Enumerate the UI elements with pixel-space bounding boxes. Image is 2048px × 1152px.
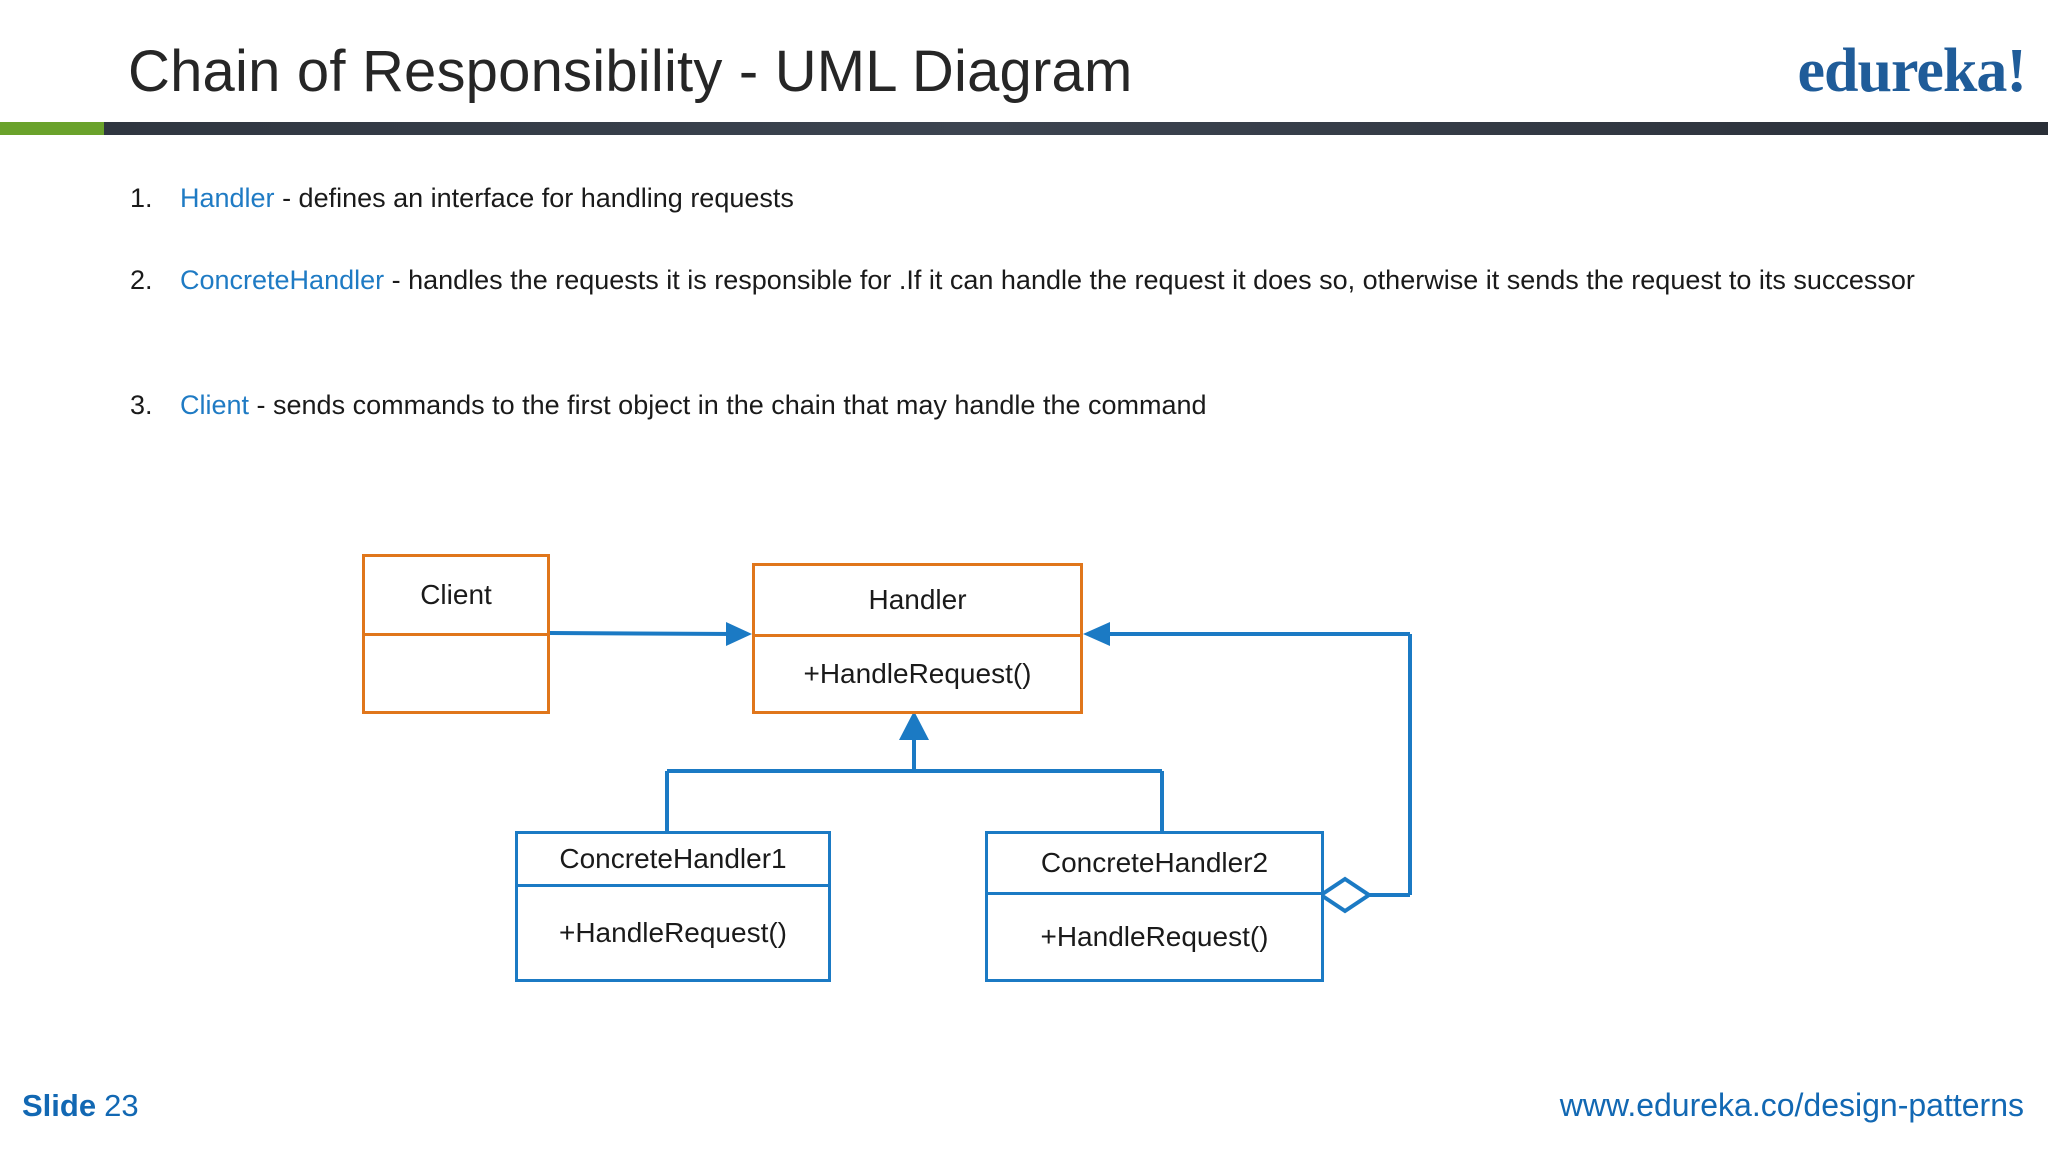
list-item-keyword: Handler xyxy=(180,183,275,213)
list-item-body: - defines an interface for handling requ… xyxy=(274,183,794,213)
list-item-number: 3. xyxy=(130,390,153,420)
page-title: Chain of Responsibility - UML Diagram xyxy=(128,39,1133,104)
edge-generalization-to-handler xyxy=(665,711,1164,831)
list-item: 3. Client - sends commands to the first … xyxy=(130,385,1730,426)
uml-class-name: Client xyxy=(420,579,492,610)
edureka-logo: edureka! xyxy=(1797,37,2027,105)
list-item: 2. ConcreteHandler - handles the request… xyxy=(130,260,1930,301)
uml-class-operations: +HandleRequest() xyxy=(518,884,828,979)
header-accent-green xyxy=(0,122,104,135)
list-item-text: Client - sends commands to the first obj… xyxy=(180,385,1730,426)
list-item-number: 2. xyxy=(130,265,153,295)
list-item-text: Handler - defines an interface for handl… xyxy=(180,178,1630,219)
uml-class-operations: +HandleRequest() xyxy=(755,634,1080,711)
list-item-body: - sends commands to the first object in … xyxy=(249,390,1207,420)
list-item-keyword: Client xyxy=(180,390,250,420)
uml-class-name: ConcreteHandler1 xyxy=(559,843,787,874)
list-item-keyword: ConcreteHandler xyxy=(180,265,385,295)
header-accent-bar xyxy=(104,122,2048,135)
list-item-number: 1. xyxy=(130,183,153,213)
uml-class-operations: +HandleRequest() xyxy=(988,892,1321,979)
uml-class-operations xyxy=(365,633,547,711)
edge-client-to-handler xyxy=(549,622,752,646)
slide-label: Slide xyxy=(22,1088,97,1123)
uml-class-concretehandler2[interactable]: ConcreteHandler2 +HandleRequest() xyxy=(985,831,1324,982)
list-item-text: ConcreteHandler - handles the requests i… xyxy=(180,260,1930,301)
header-divider xyxy=(0,122,2048,135)
uml-class-name: ConcreteHandler2 xyxy=(1040,847,1269,878)
footer-url-link[interactable]: www.edureka.co/design-patterns xyxy=(1559,1087,2024,1123)
uml-class-name: Handler xyxy=(868,584,967,615)
uml-class-handler[interactable]: Handler +HandleRequest() xyxy=(752,563,1083,714)
uml-class-concretehandler1[interactable]: ConcreteHandler1 +HandleRequest() xyxy=(515,831,831,982)
uml-class-client[interactable]: Client xyxy=(362,554,550,714)
list-item: 1. Handler - defines an interface for ha… xyxy=(130,178,1630,219)
list-item-body: - handles the requests it is responsible… xyxy=(384,265,1915,295)
slide-number: 23 xyxy=(104,1088,139,1123)
